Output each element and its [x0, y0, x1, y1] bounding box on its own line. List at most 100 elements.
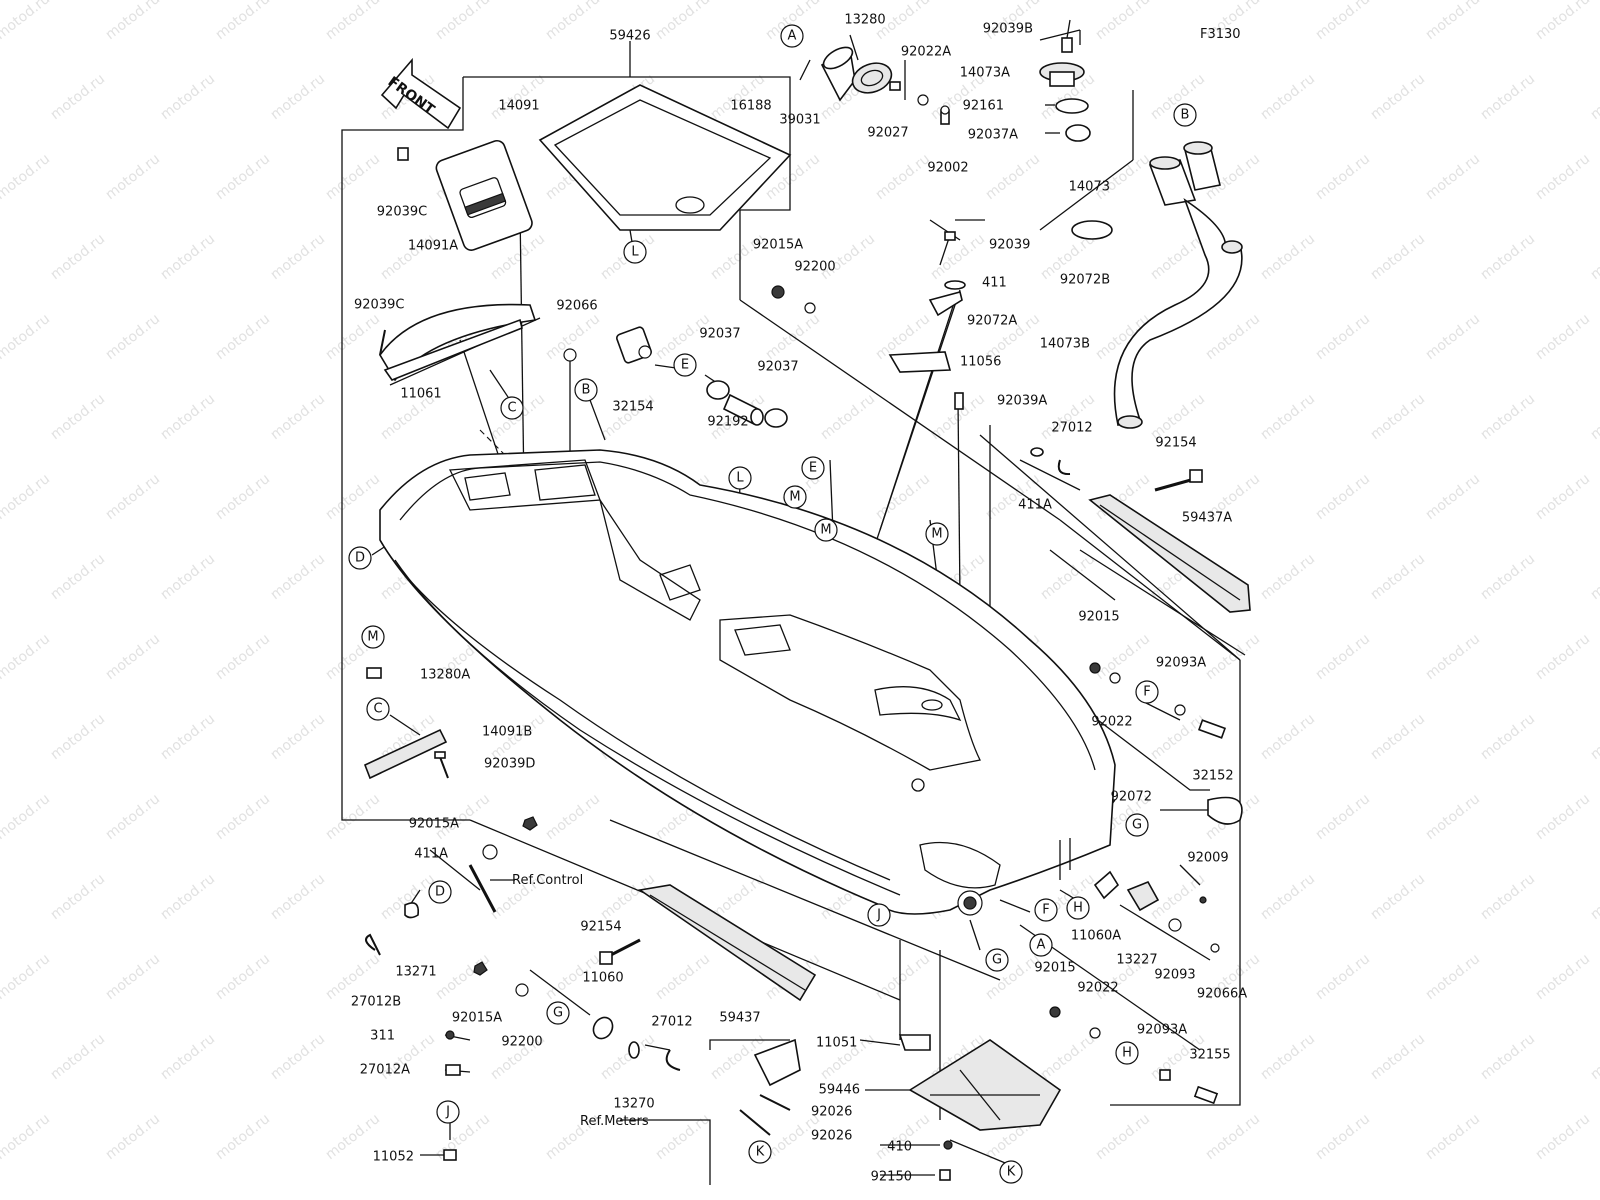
- clamp-13271-part: [404, 902, 420, 919]
- part-label-92039b: 92039B: [983, 22, 1033, 37]
- watermark-text: motod.ru: [103, 791, 163, 843]
- callout-circle: [867, 903, 891, 927]
- callout-circle: [728, 466, 752, 490]
- watermark-text: motod.ru: [158, 551, 218, 603]
- callout-circle: [801, 456, 825, 480]
- watermark-text: motod.ru: [1533, 471, 1593, 523]
- part-label-92015a-2: 92015A: [409, 817, 459, 832]
- watermark-text: motod.ru: [103, 0, 163, 43]
- part-label-27012a: 27012A: [360, 1063, 410, 1078]
- part-label-27012-2: 27012: [651, 1015, 692, 1030]
- watermark-text: motod.ru: [268, 391, 328, 443]
- callout-circle: [546, 1001, 570, 1025]
- nut-92015a-3-part: [473, 961, 488, 976]
- washer-411-part: [944, 280, 966, 290]
- part-label-92093: 92093: [1154, 968, 1195, 983]
- watermark-text: motod.ru: [213, 0, 273, 43]
- part-label-92072a: 92072A: [967, 314, 1017, 329]
- part-label-11051: 11051: [816, 1036, 857, 1051]
- watermark-text: motod.ru: [1588, 711, 1600, 763]
- watermark-text: motod.ru: [268, 231, 328, 283]
- watermark-text: motod.ru: [653, 0, 713, 43]
- callout-letter: F: [1042, 903, 1049, 918]
- bolt-92002-part: [940, 105, 950, 125]
- callout-letter: E: [681, 358, 689, 373]
- watermark-text: motod.ru: [1423, 471, 1483, 523]
- part-label-27012b: 27012B: [351, 995, 401, 1010]
- watermark-text: motod.ru: [1533, 311, 1593, 363]
- clip-27012b-part: [365, 933, 381, 956]
- callout-circle: [1034, 898, 1058, 922]
- callout-e1: E: [673, 353, 697, 377]
- callout-d2: D: [428, 880, 452, 904]
- callout-letter: C: [373, 702, 382, 717]
- part-label-13270: 13270: [613, 1097, 654, 1112]
- washer-92093-part: [1168, 918, 1182, 932]
- part-label-92072b: 92072B: [1060, 273, 1110, 288]
- callout-circle: [985, 948, 1009, 972]
- watermark-text: motod.ru: [213, 1111, 273, 1163]
- part-label-11061: 11061: [400, 387, 441, 402]
- plug-92066-part: [563, 348, 577, 362]
- plate-13280a-part: [366, 667, 382, 679]
- callout-l2: L: [728, 466, 752, 490]
- watermark-text: motod.ru: [213, 471, 273, 523]
- callout-circle: [574, 378, 598, 402]
- watermark-text: motod.ru: [1423, 0, 1483, 43]
- callout-circle: [999, 1160, 1023, 1184]
- part-label-92037a: 92037A: [968, 128, 1018, 143]
- watermark-text: motod.ru: [1478, 391, 1538, 443]
- callout-g3: G: [985, 948, 1009, 972]
- callout-letter: K: [1007, 1165, 1016, 1180]
- watermark-text: motod.ru: [268, 711, 328, 763]
- watermark-text: motod.ru: [873, 951, 933, 1003]
- fitting-92039c-1-part: [397, 147, 409, 161]
- callout-d1: D: [348, 546, 372, 570]
- watermark-text: motod.ru: [653, 951, 713, 1003]
- callout-circle: [366, 697, 390, 721]
- callout-letter: K: [756, 1145, 765, 1160]
- watermark-text: motod.ru: [653, 1111, 713, 1163]
- washer-92022-1-part: [1109, 672, 1121, 684]
- part-label-92154-2: 92154: [580, 920, 621, 935]
- nut-92015-1-part: [1089, 662, 1101, 674]
- watermark-text: motod.ru: [433, 951, 493, 1003]
- watermark-text: motod.ru: [323, 151, 383, 203]
- part-label-13271: 13271: [395, 965, 436, 980]
- watermark-text: motod.ru: [488, 71, 548, 123]
- watermark-text: motod.ru: [268, 551, 328, 603]
- part-label-92093a-1: 92093A: [1156, 656, 1206, 671]
- watermark-text: motod.ru: [1533, 631, 1593, 683]
- washer-311-part: [445, 1030, 455, 1040]
- part-label-92066: 92066: [556, 299, 597, 314]
- watermark-text: motod.ru: [1313, 151, 1373, 203]
- watermark-text: motod.ru: [1588, 231, 1600, 283]
- part-label-32155: 32155: [1189, 1048, 1230, 1063]
- watermark-text: motod.ru: [1478, 711, 1538, 763]
- watermark-text: motod.ru: [103, 151, 163, 203]
- callout-letter: B: [582, 383, 591, 398]
- washer-411a-2-part: [482, 844, 498, 860]
- watermark-text: motod.ru: [268, 871, 328, 923]
- part-label-92066a: 92066A: [1197, 987, 1247, 1002]
- watermark-text: motod.ru: [1368, 71, 1428, 123]
- watermark-text: motod.ru: [1313, 471, 1373, 523]
- watermark-text: motod.ru: [983, 151, 1043, 203]
- part-label-14073: 14073: [1069, 180, 1110, 195]
- screw-92039d-part: [434, 751, 449, 779]
- callout-letter: E: [809, 461, 817, 476]
- callout-letter: F: [1143, 685, 1150, 700]
- watermark-text: motod.ru: [1368, 871, 1428, 923]
- band-92072-part: [1207, 796, 1243, 825]
- bolt-92150-part: [939, 1169, 951, 1181]
- watermark-text: motod.ru: [158, 71, 218, 123]
- part-label-311: 311: [370, 1029, 395, 1044]
- watermark-text: motod.ru: [1368, 391, 1428, 443]
- part-label-92192: 92192: [707, 415, 748, 430]
- plate-11060-part: [592, 1016, 614, 1040]
- washer-92022a-part: [917, 94, 929, 106]
- nut-92015a-2-part: [522, 816, 538, 831]
- watermark-text: motod.ru: [1533, 1111, 1593, 1163]
- callout-letter: M: [820, 523, 831, 538]
